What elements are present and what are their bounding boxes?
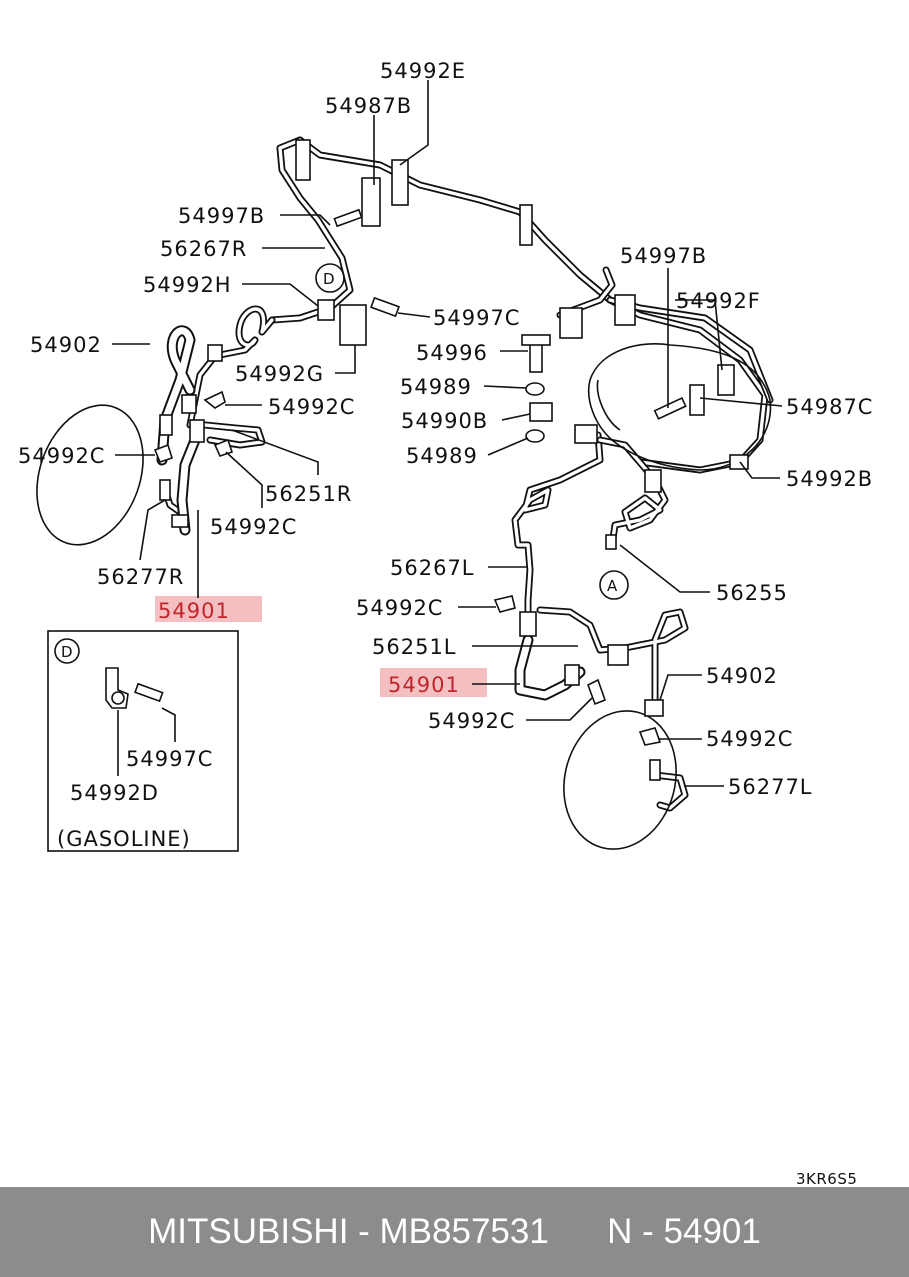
- label-54902-left: 54902: [30, 333, 102, 357]
- label-54992C: 54992C: [428, 709, 515, 733]
- brake-line-diagram: D A 54992E 54987B 54: [18, 59, 873, 1187]
- label-54996: 54996: [416, 341, 488, 365]
- highlight-box-54901-right: [380, 668, 487, 697]
- highlight-box-54901-left: [155, 596, 262, 622]
- brake-pipes: [161, 136, 774, 812]
- callout-circle-A: [599, 570, 629, 600]
- label-56267R: 56267R: [160, 237, 247, 261]
- inset-D-text: D: [61, 643, 73, 661]
- label-54997B: 54997B: [620, 244, 707, 268]
- label-54997C: 54997C: [433, 306, 520, 330]
- label-54992C: 54992C: [356, 596, 443, 620]
- diagram-code: 3KR6S5: [796, 1170, 857, 1187]
- label-54987C: 54987C: [786, 395, 873, 419]
- label-54992E: 54992E: [380, 59, 466, 83]
- label-54901-right: 54901: [388, 673, 460, 697]
- callout-A-text: A: [607, 577, 618, 595]
- label-56277L: 56277L: [728, 775, 813, 799]
- right-disc-outline: [563, 710, 677, 850]
- label-54992C: 54992C: [18, 444, 105, 468]
- label-54992C: 54992C: [268, 395, 355, 419]
- label-54987B: 54987B: [325, 94, 412, 118]
- callout-circle-D: [315, 263, 345, 293]
- detail-inset-D: D 54997C 54992D (GASOLINE): [47, 630, 239, 852]
- callout-D-text: D: [323, 270, 335, 288]
- label-56277R: 56277R: [97, 565, 184, 589]
- label-54992C: 54992C: [706, 727, 793, 751]
- label-54901-left: 54901: [158, 599, 230, 623]
- label-56251R: 56251R: [265, 482, 352, 506]
- leader-lines: [112, 80, 783, 787]
- left-disc-outline: [36, 404, 144, 546]
- brackets-and-fittings: [153, 139, 749, 781]
- booster-outline: [588, 342, 772, 471]
- label-56251L: 56251L: [372, 635, 457, 659]
- label-54992H: 54992H: [143, 273, 232, 297]
- label-54992F: 54992F: [676, 289, 761, 313]
- label-54902-right: 54902: [706, 664, 778, 688]
- label-56255: 56255: [716, 581, 788, 605]
- label-54992B: 54992B: [786, 467, 873, 491]
- label-54989: 54989: [400, 375, 472, 399]
- label-54992G: 54992G: [235, 362, 324, 386]
- inset-label-54997C: 54997C: [126, 747, 213, 771]
- label-56267L: 56267L: [390, 556, 475, 580]
- label-54992C: 54992C: [210, 515, 297, 539]
- inset-caption: (GASOLINE): [57, 827, 191, 851]
- footer-part-info: MITSUBISHI - MB857531 N - 54901: [148, 1212, 761, 1251]
- label-54989: 54989: [406, 444, 478, 468]
- footer-bar: MITSUBISHI - MB857531 N - 54901: [0, 1187, 909, 1277]
- label-54990B: 54990B: [401, 409, 488, 433]
- inset-label-54992D: 54992D: [70, 781, 159, 805]
- label-54997B: 54997B: [178, 204, 265, 228]
